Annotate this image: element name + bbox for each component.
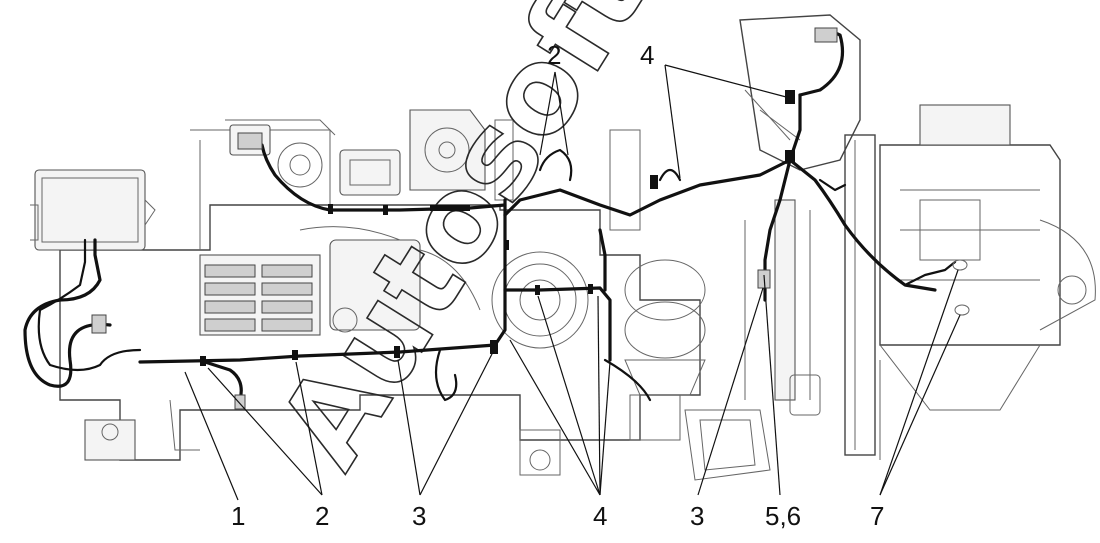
- callout-4-bottom: 4: [593, 501, 607, 531]
- callout-2-bottom: 2: [315, 501, 329, 531]
- watermark-text: Autosoft: [252, 0, 672, 490]
- callout-7: 7: [870, 501, 884, 531]
- callout-3-left: 3: [412, 501, 426, 531]
- callouts: 1 2 2 3 3 4 4 5,6 7: [231, 40, 884, 531]
- callout-2-top: 2: [547, 40, 561, 70]
- wiring-harness: [23, 27, 970, 410]
- callout-3-right: 3: [690, 501, 704, 531]
- leader-lines: [184, 64, 961, 501]
- watermark: Autosoft: [251, 0, 673, 491]
- callout-4-top: 4: [640, 40, 654, 70]
- harness-connector: [91, 314, 107, 334]
- callout-5-6: 5,6: [765, 501, 801, 531]
- callout-1: 1: [231, 501, 245, 531]
